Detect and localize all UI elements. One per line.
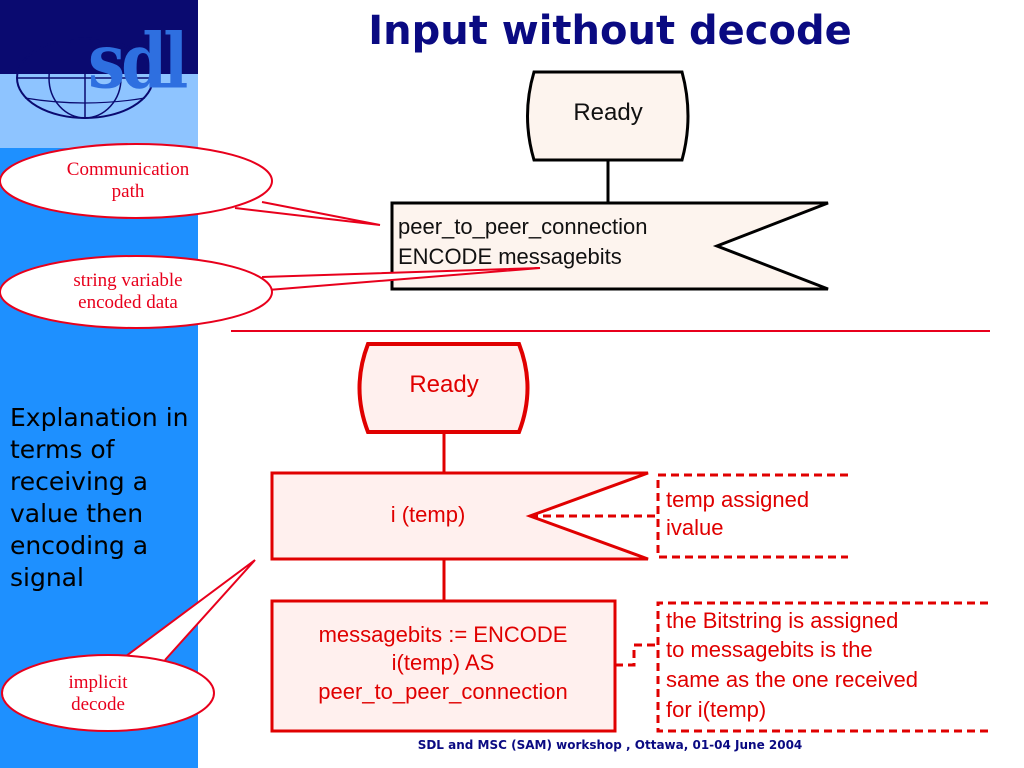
callout3-line1: implicit	[68, 672, 128, 693]
comment-bitstring: the Bitstring is assigned to messagebits…	[656, 601, 988, 733]
comment2-connector	[615, 643, 655, 667]
top-input-signal: peer_to_peer_connection ENCODE messagebi…	[390, 201, 829, 291]
task-box: messagebits := ENCODE i(temp) AS peer_to…	[270, 599, 617, 733]
globe-icon	[16, 37, 154, 119]
footer-text: SDL and MSC (SAM) workshop , Ottawa, 01-…	[417, 738, 803, 752]
callout2-line2: encoded data	[78, 292, 178, 313]
callout-communication-path: Communication path	[0, 143, 381, 226]
top-state-label: Ready	[573, 99, 642, 126]
comment2-line3: same as the one received	[666, 667, 918, 692]
task-line1: messagebits := ENCODE	[319, 622, 568, 647]
bottom-input-signal: i (temp)	[270, 471, 649, 561]
comment-temp-assigned: temp assigned ivalue	[656, 473, 848, 559]
callout1-line2: path	[112, 181, 145, 202]
top-state-ready: Ready	[526, 70, 690, 162]
page-title: Input without decode	[368, 8, 852, 54]
top-input-line1: peer_to_peer_connection	[398, 214, 648, 239]
callout3-line2: decode	[71, 694, 125, 715]
sdl-logo: sdl	[0, 0, 198, 148]
logo-dark-band	[0, 0, 198, 74]
top-input-line2: ENCODE messagebits	[398, 244, 622, 269]
explanation-text: Explanation in terms of receiving a valu…	[10, 403, 189, 592]
task-line3: peer_to_peer_connection	[318, 679, 568, 704]
bottom-state-ready: Ready	[357, 342, 530, 434]
bottom-input-label: i (temp)	[391, 502, 466, 527]
comment1-line2: ivalue	[666, 515, 723, 540]
callout1-line1: Communication	[67, 159, 190, 180]
callout2-line1: string variable	[73, 270, 182, 291]
comment2-line2: to messagebits is the	[666, 637, 873, 662]
callout-string-variable: string variable encoded data	[0, 255, 541, 329]
comment1-line1: temp assigned	[666, 487, 809, 512]
comment2-line4: for i(temp)	[666, 697, 766, 722]
task-line2: i(temp) AS	[392, 650, 495, 675]
logo-text: sdl	[88, 16, 188, 106]
bottom-state-label: Ready	[409, 371, 478, 398]
callout-implicit-decode: implicit decode	[1, 559, 256, 732]
comment2-line1: the Bitstring is assigned	[666, 608, 898, 633]
